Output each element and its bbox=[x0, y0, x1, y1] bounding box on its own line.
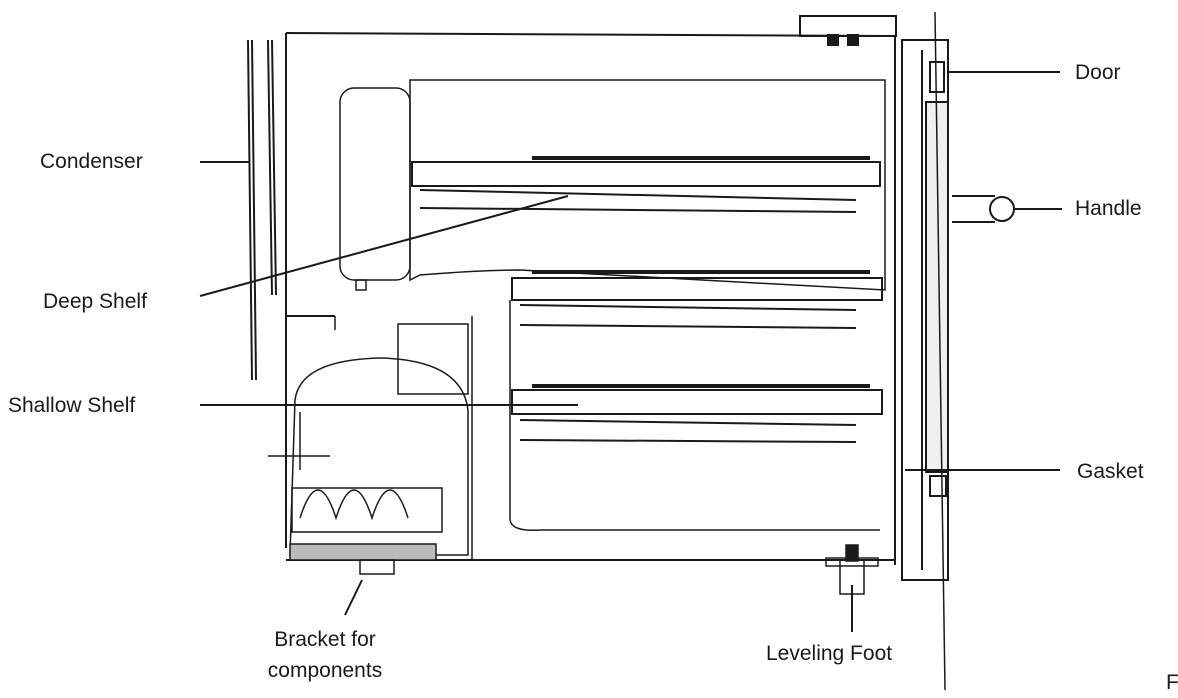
deep-shelf-leader bbox=[199, 195, 569, 297]
label-shallow-shelf: Shallow Shelf bbox=[8, 394, 136, 417]
deep-shelf-shape bbox=[411, 156, 881, 213]
label-bracket-line2: components bbox=[267, 659, 383, 682]
cabinet-body bbox=[285, 15, 897, 565]
leveling-foot-shape bbox=[825, 544, 879, 595]
label-door: Door bbox=[1075, 61, 1121, 84]
middle-shelf-shape bbox=[511, 270, 883, 329]
lower-liner bbox=[509, 300, 880, 532]
compressor-compartment bbox=[268, 315, 473, 575]
label-deep-shelf: Deep Shelf bbox=[43, 290, 147, 313]
door-shape bbox=[901, 11, 949, 691]
label-leveling-foot: Leveling Foot bbox=[766, 642, 893, 665]
label-condenser: Condenser bbox=[40, 150, 143, 173]
label-handle: Handle bbox=[1075, 197, 1142, 220]
condenser-coil bbox=[247, 39, 277, 381]
bracket-leader bbox=[344, 579, 363, 616]
shallow-shelf-shape bbox=[511, 384, 883, 443]
label-edge-fragment: F bbox=[1166, 671, 1178, 694]
evaporator-housing bbox=[339, 79, 886, 291]
handle-shape bbox=[952, 195, 1015, 223]
label-bracket-line1: Bracket for bbox=[274, 628, 376, 651]
leader-lines bbox=[199, 71, 1062, 632]
label-gasket: Gasket bbox=[1077, 460, 1144, 483]
